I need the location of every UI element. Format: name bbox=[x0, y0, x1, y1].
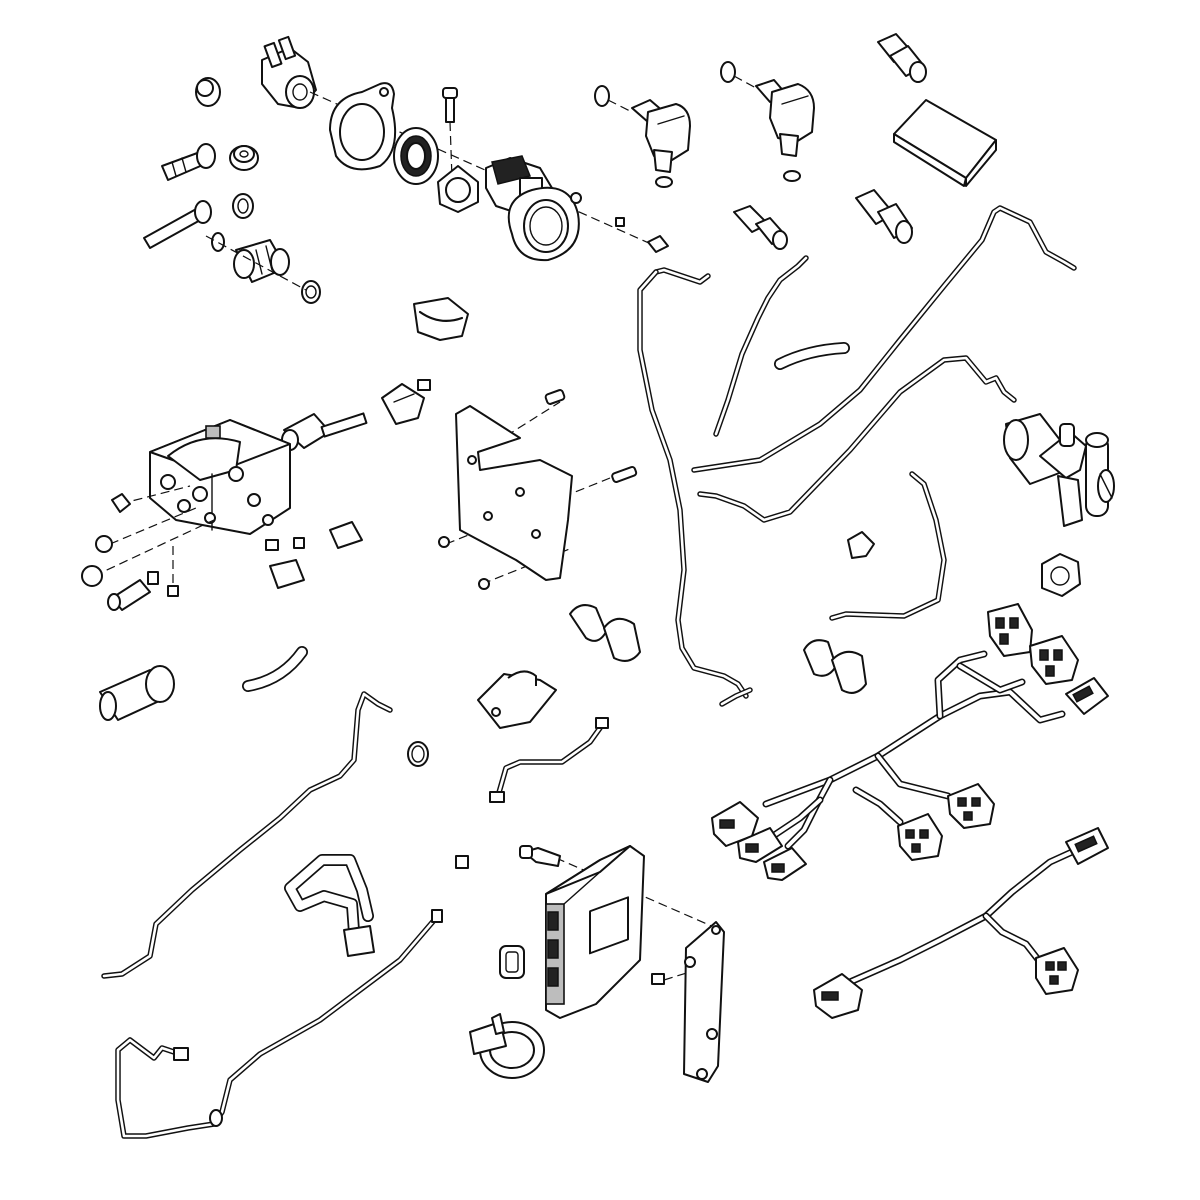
connector bbox=[947, 783, 995, 829]
formed-pipe bbox=[284, 854, 375, 957]
grommet bbox=[499, 945, 525, 979]
cable-tie-mount bbox=[477, 670, 557, 729]
pressure-sensor bbox=[233, 239, 290, 283]
screw bbox=[615, 217, 669, 253]
hex-nut bbox=[1041, 553, 1081, 597]
elbow-union bbox=[755, 79, 815, 157]
connector bbox=[1035, 947, 1079, 995]
wiring-harness bbox=[846, 848, 1076, 986]
plug-cap bbox=[195, 77, 221, 107]
hose-clamp bbox=[569, 604, 641, 662]
connector bbox=[987, 603, 1033, 657]
valve-block bbox=[149, 419, 291, 535]
screw bbox=[519, 845, 561, 867]
formed-pipe bbox=[489, 717, 609, 803]
screw bbox=[438, 389, 638, 590]
control-unit bbox=[545, 845, 645, 1019]
connector bbox=[1029, 635, 1079, 685]
screw bbox=[167, 546, 179, 597]
coolant-pipe bbox=[829, 471, 947, 621]
connector bbox=[1065, 677, 1109, 715]
connector bbox=[763, 847, 807, 881]
straight-union bbox=[877, 33, 927, 83]
screw-plug-with-flange bbox=[81, 493, 131, 587]
coolant-pipe bbox=[637, 267, 753, 707]
screw bbox=[442, 87, 458, 123]
straight-union bbox=[855, 189, 913, 244]
strap-clamp bbox=[469, 1013, 545, 1079]
screw-plug-with-flange bbox=[261, 35, 317, 109]
shaft-seal bbox=[393, 127, 439, 185]
wiring-harness bbox=[762, 650, 1066, 850]
connector bbox=[737, 827, 783, 863]
rubber-hose bbox=[774, 342, 850, 370]
rubber-hose bbox=[242, 646, 308, 692]
flanged-nut bbox=[229, 145, 259, 171]
hose-clamp bbox=[803, 639, 867, 694]
restriction-valve bbox=[265, 521, 363, 589]
cable-guard bbox=[893, 99, 997, 187]
straight-union bbox=[99, 665, 175, 721]
rotary-actuator bbox=[485, 155, 582, 262]
bracket bbox=[683, 921, 725, 1083]
restriction-valve bbox=[281, 412, 368, 451]
connector bbox=[897, 813, 943, 861]
connector bbox=[1065, 827, 1109, 865]
o-ring bbox=[594, 61, 801, 188]
long-bolt bbox=[143, 200, 212, 249]
sealing-washer bbox=[232, 193, 254, 219]
straight-union bbox=[733, 205, 788, 250]
clamp-ring-bracket bbox=[329, 82, 397, 171]
o-ring bbox=[211, 232, 321, 304]
plastic-clip bbox=[413, 297, 469, 341]
bolt bbox=[161, 143, 216, 181]
thermostat-housing bbox=[1003, 413, 1115, 527]
coolant-pipe bbox=[697, 355, 1017, 523]
screw bbox=[651, 973, 665, 985]
formed-pipe bbox=[115, 909, 443, 1139]
o-ring bbox=[407, 741, 429, 767]
collar bbox=[437, 165, 479, 213]
coolant-pipe bbox=[691, 205, 1077, 473]
pressure-sensor bbox=[107, 571, 159, 611]
elbow-union bbox=[631, 99, 691, 173]
mounting-plate bbox=[455, 405, 573, 581]
restriction-valve bbox=[381, 379, 431, 425]
grommet bbox=[455, 855, 469, 869]
connector bbox=[813, 973, 863, 1019]
coolant-pipe bbox=[713, 255, 809, 437]
formed-pipe bbox=[101, 691, 393, 979]
plastic-clip bbox=[847, 531, 875, 559]
